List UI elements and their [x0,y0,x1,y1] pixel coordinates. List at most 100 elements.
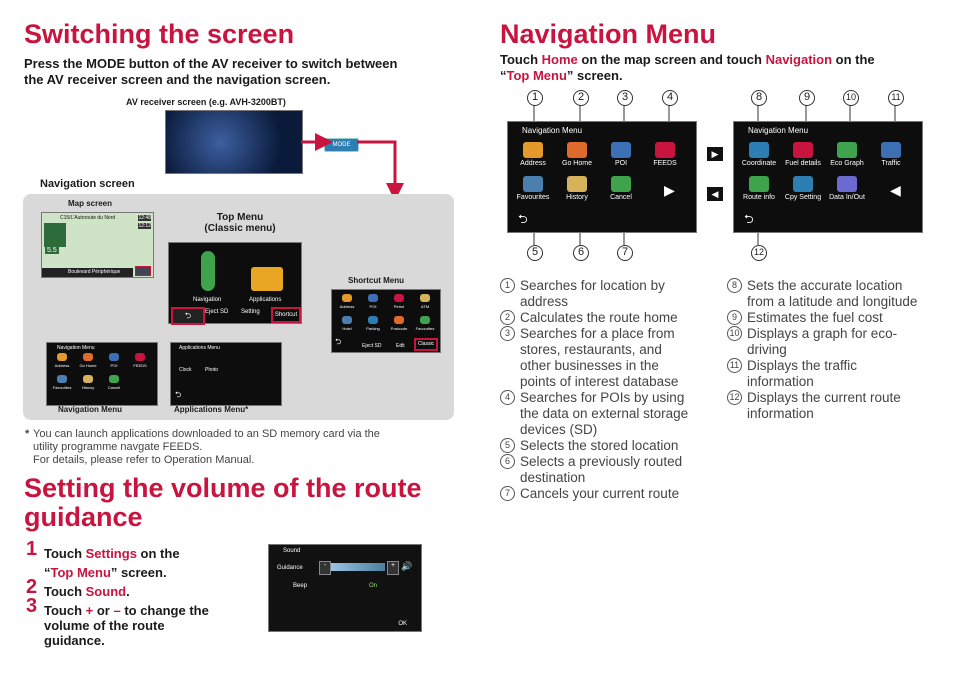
shortcut-item-5[interactable]: Parking [360,316,386,346]
shortcut-item-7-label: Favourites [415,326,435,331]
map-distance: 5.5 [45,247,59,254]
intro2-link: Top Menu [506,68,567,83]
callout-8: 8 [751,90,767,106]
apps-back-button[interactable]: ⮌ [175,390,182,399]
list-item-number: 9 [727,310,742,325]
screen1-grid-item-5-label: History [566,194,588,201]
shortcut-item-1[interactable]: POI [360,294,386,324]
list-item-text: Estimates the fuel cost [747,310,883,325]
screen1-grid-item-5[interactable]: History [558,176,596,206]
screen1-grid-item-6-label: Cancel [610,194,632,201]
screen1-grid-item-6-icon [611,176,631,192]
apps-clock[interactable]: Clock [179,367,192,373]
sc-classic-button[interactable]: Classic [414,338,438,351]
speaker-icon[interactable]: 🔊 [401,561,413,571]
list-item-number: 12 [727,390,742,405]
screen2-grid-item-5[interactable]: Cpy Setting [784,176,822,206]
callout-10: 10 [843,90,859,106]
callout-9: 9 [799,90,815,106]
shortcut-item-3[interactable]: ATM [412,294,438,324]
screen2-prev-arrow[interactable]: ◀ [890,182,901,198]
tm-back-button[interactable]: ⮌ [171,307,205,325]
prev-page-arrow[interactable]: ◀ [707,187,723,201]
sound-minus-button[interactable]: - [319,561,331,575]
volume-title-line1: Setting the volume of the route [24,473,422,503]
screen2-grid-item-0[interactable]: Coordinate [740,142,778,172]
screen2-grid-item-3[interactable]: Traffic [872,142,910,172]
list-item-number: 11 [727,358,742,373]
screen2-grid-item-0-icon [749,142,769,158]
navigation-menu-title: Navigation Menu [500,19,717,49]
screen1-grid-item-0[interactable]: Address [514,142,552,172]
screen1-grid-item-6[interactable]: Cancel [602,176,640,206]
tm-applications-label[interactable]: Applications [249,297,282,303]
map-screenshot: C15/L'Autoroute du Nord 5.5 12:48 12:12 … [41,212,154,278]
screen1-grid-item-2-icon [611,142,631,158]
step-2: 2 Touch Sound. [26,577,130,599]
sound-beep-value[interactable]: On [369,583,378,589]
sc-edit-button[interactable]: Edit [396,343,405,349]
screen2-grid-item-3-label: Traffic [881,160,901,167]
small-nav-item-3-label: FEEDS [133,363,147,368]
screen2-grid-item-4[interactable]: Route info [740,176,778,206]
shortcut-item-6[interactable]: Postcode [386,316,412,346]
tm-shortcut-button[interactable]: Shortcut [271,307,301,323]
shortcut-menu-label: Shortcut Menu [348,276,404,285]
small-nav-item-6[interactable]: Cancel [101,375,127,405]
small-nav-item-4[interactable]: Favourites [49,375,75,405]
shortcut-item-2[interactable]: Petrol [386,294,412,324]
screen1-grid-item-3[interactable]: FEEDS [646,142,684,172]
step-2-pre: Touch [44,584,86,599]
sound-volume-slider[interactable] [331,563,385,571]
list-item-text: information [747,374,814,389]
screen1-next-arrow[interactable]: ▶ [664,182,675,198]
apps-photo[interactable]: Photo [205,367,219,373]
list-item-text: Searches for POIs by using [520,390,685,405]
tm-applications-icon [251,267,283,291]
screen2-grid-item-2[interactable]: Eco Graph [828,142,866,172]
small-nav-item-0[interactable]: Address [49,353,75,383]
list-item-number: 4 [500,390,515,405]
map-home-button[interactable] [135,266,151,276]
small-nav-item-0-label: Address [54,363,70,368]
screen2-grid-item-1[interactable]: Fuel details [784,142,822,172]
shortcut-item-2-label: Petrol [393,304,405,309]
screen1-grid-item-2[interactable]: POI [602,142,640,172]
sound-plus-button[interactable]: + [387,561,399,575]
small-nav-item-1[interactable]: Go Home [75,353,101,383]
screen1-grid-item-3-icon [655,142,675,158]
sound-ok-button[interactable]: OK [398,621,407,627]
screen1-grid-item-1[interactable]: Go Home [558,142,596,172]
screen2-grid-item-6[interactable]: Data In/Out [828,176,866,206]
shortcut-item-0[interactable]: Address [334,294,360,324]
screen2-back-button[interactable]: ⮌ [744,212,754,226]
footnote-line2: utility programme navgate FEEDS. [33,441,203,453]
shortcut-item-4[interactable]: Hotel [334,316,360,346]
sc-eject-button[interactable]: Eject SD [362,343,382,349]
shortcut-item-3-icon [420,294,430,302]
list-item-text: other businesses in the [520,358,659,373]
shortcut-item-0-icon [342,294,352,302]
next-page-arrow[interactable]: ▶ [707,147,723,161]
screen1-back-button[interactable]: ⮌ [518,212,528,226]
list-item-text: Displays the current route [747,390,901,405]
top-menu-screenshot: Navigation Applications ⮌ Eject SD Setti… [168,242,302,325]
shortcut-item-7-icon [420,316,430,324]
small-nav-item-2[interactable]: POI [101,353,127,383]
tm-navigation-label[interactable]: Navigation [193,297,222,303]
screen1-grid-item-4[interactable]: Favourites [514,176,552,206]
shortcut-item-7[interactable]: Favourites [412,316,438,346]
small-nav-item-5[interactable]: History [75,375,101,405]
step-1-line2-pre: “ [44,565,51,580]
tm-settings-button[interactable]: Setting [241,309,260,315]
sc-back-button[interactable]: ⮌ [335,337,342,346]
tm-eject-button[interactable]: Eject SD [205,309,229,315]
small-nav-item-3[interactable]: FEEDS [127,353,153,383]
